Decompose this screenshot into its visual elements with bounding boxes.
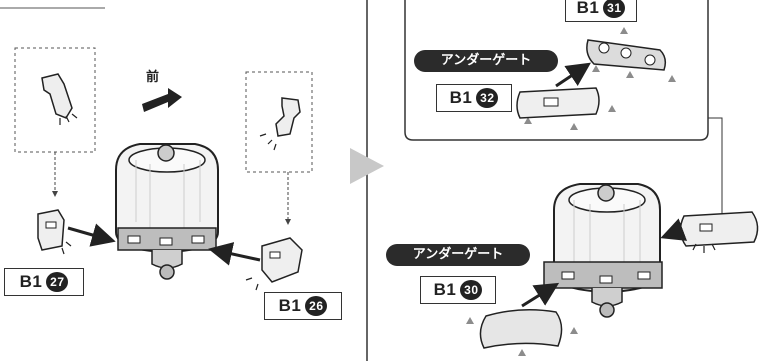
part-26 [245,237,303,291]
part-30 [479,309,563,349]
insert-arrow-side [660,218,688,241]
part-label-b1-32: B1 32 [436,84,512,112]
triangle-markers-lower [466,317,578,356]
part-prefix: B1 [278,296,302,315]
part-number: 27 [46,272,69,292]
hip-joint-assembly-left [115,143,219,280]
part-label-b1-26: B1 26 [264,292,342,320]
insert-arrow-32 [555,62,591,88]
part-number: 32 [476,88,499,108]
under-gate-badge-top: アンダーゲート [414,50,558,72]
part-prefix: B1 [449,88,473,107]
under-gate-badge-bottom: アンダーゲート [386,244,530,266]
detail-box-right [245,71,313,173]
step-arrow-icon [350,148,384,184]
part-label-b1-30: B1 30 [420,276,496,304]
insert-arrow-30 [521,282,560,308]
part-prefix: B1 [433,280,457,299]
hip-joint-assembly-right [543,183,663,318]
part-27-detail [41,73,73,119]
insert-arrow-26 [208,242,261,266]
part-label-b1-27: B1 27 [4,268,84,296]
part-27 [37,209,72,255]
snap-mark [59,113,78,125]
part-31 [586,39,667,71]
snap-mark [259,133,277,151]
part-prefix: B1 [576,0,600,17]
front-label: 前 [146,70,160,85]
part-number: 31 [603,0,626,18]
inset-panel [404,0,709,141]
part-26-detail [275,97,301,137]
part-label-b1-31: B1 31 [565,0,637,22]
insert-arrow-27 [67,223,116,247]
triangle-markers [524,27,676,130]
inset-leader-line [708,117,723,225]
part-prefix: B1 [19,272,43,291]
part-number: 30 [460,280,483,300]
part-32 [516,87,600,119]
part-number: 26 [305,296,328,316]
front-arrow-icon [142,88,182,112]
part-side-cylinder [679,211,759,253]
